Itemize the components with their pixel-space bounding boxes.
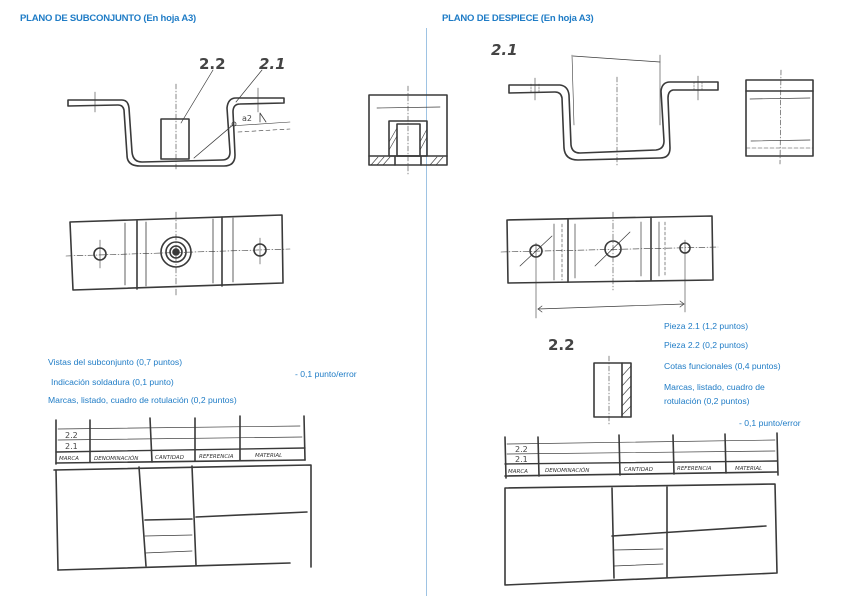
left-grading-item: Indicación soldadura (0,1 punto) bbox=[51, 377, 174, 387]
right-grading-item: Marcas, listado, cuadro de bbox=[664, 382, 765, 392]
left-header-marca: MARCA bbox=[59, 456, 79, 462]
callout-2-2: 2.2 bbox=[199, 55, 226, 73]
part-2-1-top-view bbox=[500, 211, 719, 319]
part-label-2-2: 2.2 bbox=[548, 336, 575, 354]
callout-2-1: 2.1 bbox=[259, 55, 286, 73]
left-list-row-2: 2.1 bbox=[65, 442, 78, 451]
left-header-denominacion: DENOMINACIÓN bbox=[94, 455, 138, 462]
left-grading-item: Vistas del subconjunto (0,7 puntos) bbox=[48, 357, 183, 367]
left-header-cantidad: CANTIDAD bbox=[155, 455, 184, 461]
subassembly-top-view bbox=[65, 211, 291, 297]
subassembly-side-view bbox=[368, 85, 448, 176]
right-list-row-2: 2.1 bbox=[515, 455, 528, 464]
right-penalty-note: - 0,1 punto/error bbox=[739, 418, 801, 428]
left-penalty-note: - 0,1 punto/error bbox=[295, 369, 357, 379]
part-label-2-1: 2.1 bbox=[491, 41, 518, 59]
right-grading-item: Cotas funcionales (0,4 puntos) bbox=[664, 361, 781, 371]
right-header-marca: MARCA bbox=[508, 469, 528, 475]
part-2-1-side-view bbox=[745, 69, 814, 165]
left-panel-title: PLANO DE SUBCONJUNTO (En hoja A3) bbox=[20, 13, 197, 24]
right-panel-title: PLANO DE DESPIECE (En hoja A3) bbox=[442, 13, 594, 24]
right-header-denominacion: DENOMINACIÓN bbox=[545, 467, 589, 474]
left-list-row-1: 2.2 bbox=[65, 431, 78, 440]
left-parts-list bbox=[55, 415, 306, 465]
right-list-row-1: 2.2 bbox=[515, 445, 528, 454]
weld-symbol-label: a2 bbox=[242, 114, 252, 123]
part-2-1-front-view bbox=[508, 54, 719, 166]
right-parts-list bbox=[504, 432, 779, 479]
right-header-referencia: REFERENCIA bbox=[677, 466, 712, 472]
right-title-block bbox=[504, 483, 778, 586]
left-header-material: MATERIAL bbox=[255, 453, 282, 459]
right-header-cantidad: CANTIDAD bbox=[624, 467, 653, 473]
right-grading-item: rotulación (0,2 puntos) bbox=[664, 396, 750, 406]
left-header-referencia: REFERENCIA bbox=[199, 454, 234, 460]
panel-divider bbox=[426, 28, 428, 596]
right-grading-item: Pieza 2.2 (0,2 puntos) bbox=[664, 340, 749, 350]
subassembly-front-view bbox=[67, 69, 291, 171]
left-title-block bbox=[53, 464, 312, 571]
right-header-material: MATERIAL bbox=[735, 466, 762, 472]
right-grading-item: Pieza 2.1 (1,2 puntos) bbox=[664, 321, 749, 331]
left-grading-item: Marcas, listado, cuadro de rotulación (0… bbox=[48, 395, 237, 405]
part-2-2-view bbox=[593, 355, 632, 425]
